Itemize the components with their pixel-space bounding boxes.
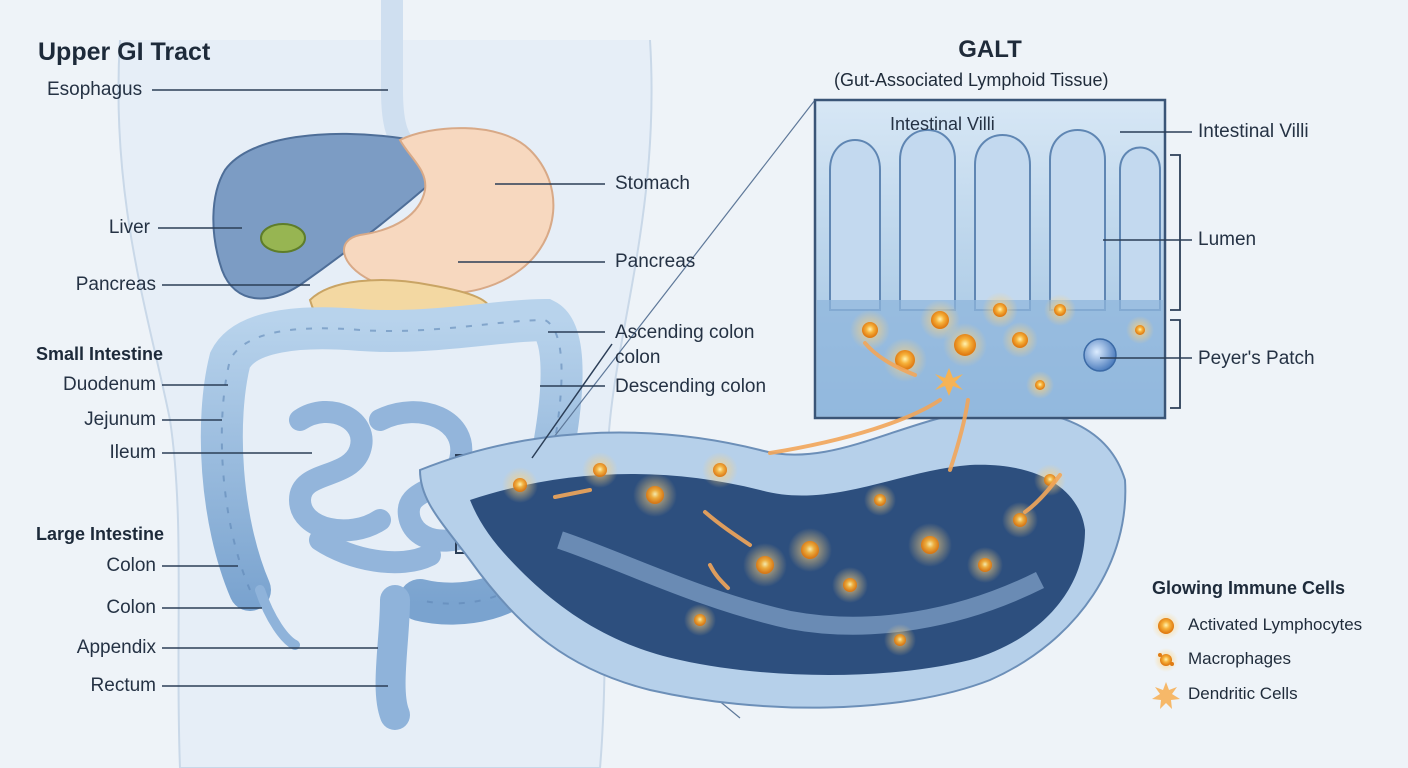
legend-icon-activated-lymphocytes — [1152, 612, 1180, 640]
legend-title: Glowing Immune Cells — [1152, 578, 1346, 598]
label-duodenum: Duodenum — [63, 374, 156, 395]
flow-arrows — [553, 341, 1062, 590]
label-appendix: Appendix — [76, 637, 156, 658]
inset-villi-label: Intestinal Villi — [890, 114, 995, 134]
villi-shapes — [829, 129, 1161, 311]
label-rectum: Rectum — [90, 675, 156, 696]
galt-subtitle: (Gut-Associated Lymphoid Tissue) — [834, 70, 1109, 90]
label-colon-right: colon — [615, 347, 661, 368]
gallbladder-shape — [260, 223, 306, 253]
liver-shape — [212, 132, 448, 300]
label-ascending-colon: Ascending colon — [615, 322, 755, 343]
label-ileum: Ileum — [109, 442, 156, 463]
label-pancreas-right: Pancreas — [615, 251, 696, 272]
small-intestine-heading: Small Intestine — [36, 344, 164, 364]
legend-icon-dendritic-cells — [1152, 682, 1180, 709]
galt-title: GALT — [958, 36, 1022, 63]
legend-item-macrophages: Macrophages — [1188, 649, 1292, 668]
large-intestine-heading: Large Intestine — [36, 524, 165, 544]
upper-gi-heading: Upper GI Tract — [38, 38, 211, 66]
peyers-bracket — [1170, 319, 1181, 409]
label-esophagus: Esophagus — [47, 79, 143, 100]
label-colon-2: Colon — [106, 597, 156, 618]
legend-item-activated-lymphocytes: Activated Lymphocytes — [1188, 615, 1363, 634]
appendix-shape — [255, 585, 300, 650]
leader-lines — [152, 89, 1192, 687]
glowing-cells-cross-section — [502, 452, 1066, 656]
label-liver: Liver — [108, 217, 150, 238]
label-lumen: Lumen — [1198, 229, 1257, 250]
glowing-cells-inset — [850, 292, 1154, 399]
rectum-shape — [375, 585, 410, 730]
legend-item-dendritic-cells: Dendritic Cells — [1188, 684, 1298, 703]
galt-header: GALT (Gut-Associated Lymphoid Tissue) — [820, 36, 1160, 96]
label-pancreas-left: Pancreas — [75, 274, 156, 295]
legend-icon-macrophages — [1154, 648, 1178, 672]
label-jejunum: Jejunum — [84, 409, 156, 430]
lumen-bracket — [1170, 154, 1181, 311]
label-descending-colon: Descending colon — [615, 376, 767, 397]
label-stomach: Stomach — [615, 173, 690, 194]
label-peyers-patch: Peyer's Patch — [1198, 348, 1315, 369]
label-colon-1: Colon — [106, 555, 156, 576]
label-intestinal-villi: Intestinal Villi — [1198, 121, 1309, 142]
